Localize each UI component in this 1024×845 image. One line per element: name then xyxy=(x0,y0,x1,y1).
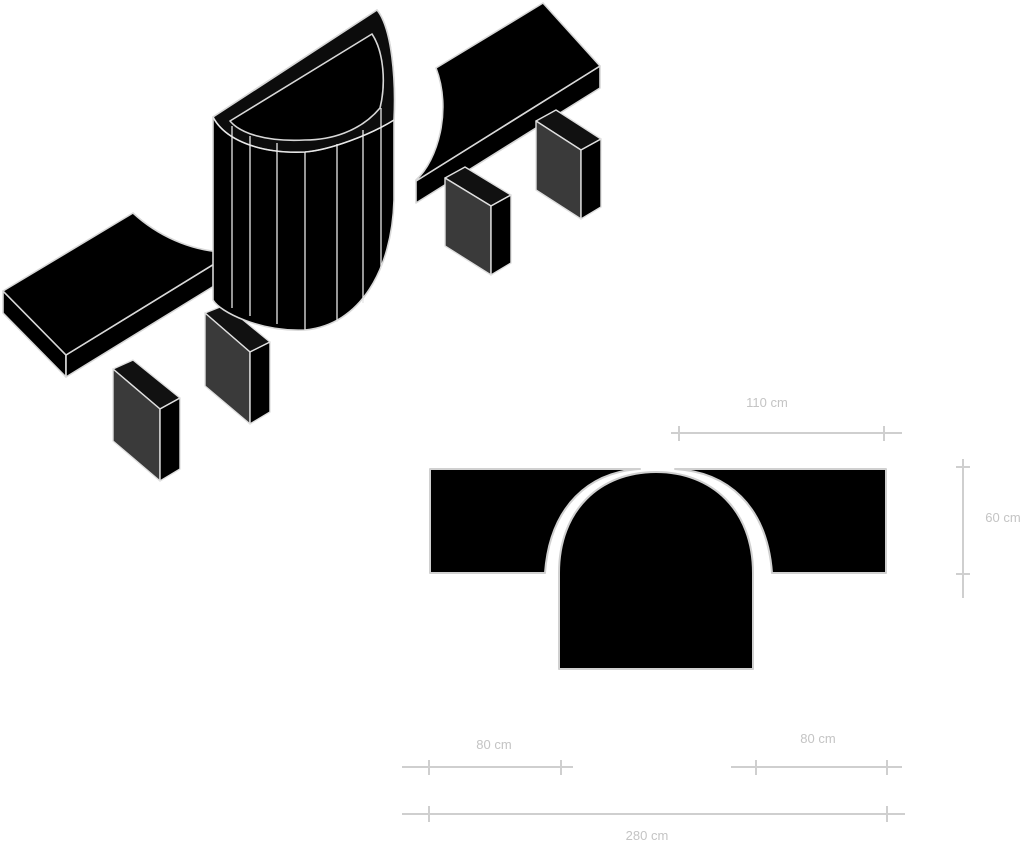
dimension-left-bench: 80 cm xyxy=(402,737,573,775)
isometric-view xyxy=(2,2,602,482)
dimension-top-label: 110 cm xyxy=(746,395,788,410)
dimension-right-bench: 80 cm xyxy=(731,731,902,775)
right-bench-block-back xyxy=(535,109,602,220)
plan-central-column xyxy=(558,471,754,670)
left-bench-slab xyxy=(2,212,233,378)
dimension-top: 110 cm xyxy=(671,395,902,441)
left-bench-block-front xyxy=(112,359,181,482)
left-bench-block-back xyxy=(204,304,271,425)
plan-view xyxy=(429,468,887,670)
central-column xyxy=(212,9,396,331)
plan-right-bench xyxy=(674,468,887,574)
dimension-depth: 60 cm xyxy=(956,459,1021,598)
dimension-total: 280 cm xyxy=(402,806,905,843)
dimension-right-label: 80 cm xyxy=(800,731,835,746)
right-bench-block-front xyxy=(444,166,512,276)
plan-left-bench xyxy=(429,468,641,574)
dimension-total-label: 280 cm xyxy=(626,828,669,843)
dimension-left-label: 80 cm xyxy=(476,737,511,752)
dimension-depth-label: 60 cm xyxy=(985,510,1020,525)
